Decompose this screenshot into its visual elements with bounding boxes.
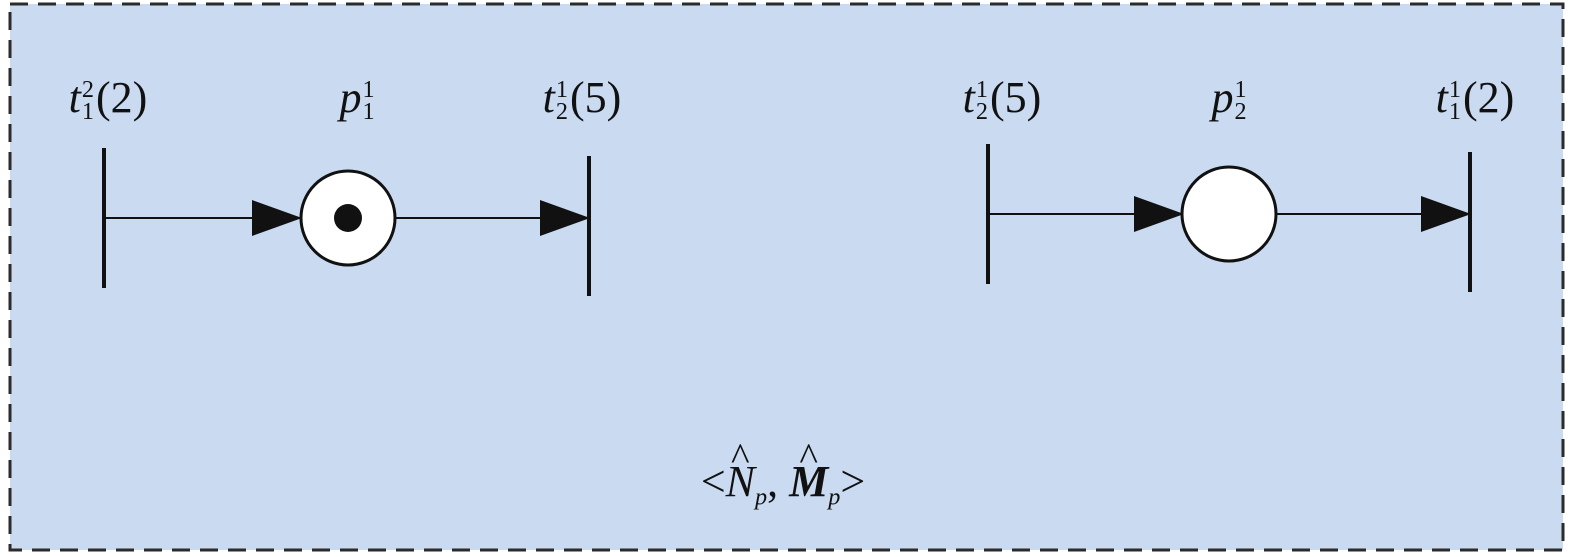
label-symbol: t xyxy=(962,73,975,122)
caption-open-bracket: < xyxy=(700,457,726,506)
label-delay: (2) xyxy=(96,73,148,122)
label-subscript: 1 xyxy=(81,97,95,125)
label-superscript: 1 xyxy=(555,75,569,103)
label-subscript: 1 xyxy=(1448,97,1462,125)
label-symbol: p xyxy=(339,73,362,122)
label-subscript: 2 xyxy=(1234,97,1247,125)
caption-comma: , xyxy=(767,457,779,506)
place-p2 xyxy=(1180,165,1278,263)
diagram-caption: <^Np, ^Mp> xyxy=(700,437,866,511)
label-superscript: 1 xyxy=(1234,75,1247,103)
caption-m-symbol: M xyxy=(789,457,829,506)
hat-accent: ^ xyxy=(799,435,818,479)
label-subscript: 1 xyxy=(362,97,375,125)
label-symbol: p xyxy=(1211,73,1234,122)
label-subscript: 2 xyxy=(555,97,569,125)
token-p1 xyxy=(334,204,362,232)
label-delay: (5) xyxy=(570,73,622,122)
caption-close-bracket: > xyxy=(840,457,866,506)
label-superscript: 2 xyxy=(81,75,95,103)
label-delay: (5) xyxy=(990,73,1042,122)
label-superscript: 1 xyxy=(1448,75,1462,103)
label-subscript: 2 xyxy=(975,97,989,125)
label-delay: (2) xyxy=(1463,73,1515,122)
label-symbol: t xyxy=(1435,73,1448,122)
diagram-background xyxy=(8,2,1565,552)
label-superscript: 1 xyxy=(362,75,375,103)
caption-n-symbol: N xyxy=(725,457,756,506)
hat-accent: ^ xyxy=(731,435,750,479)
caption-m-subscript: p xyxy=(828,483,841,511)
caption-n-subscript: p xyxy=(755,483,768,511)
label-symbol: t xyxy=(542,73,555,122)
caption-m-hat: ^M xyxy=(789,437,829,506)
caption-n-hat: ^N xyxy=(725,437,756,506)
label-superscript: 1 xyxy=(975,75,989,103)
label-symbol: t xyxy=(68,73,81,122)
